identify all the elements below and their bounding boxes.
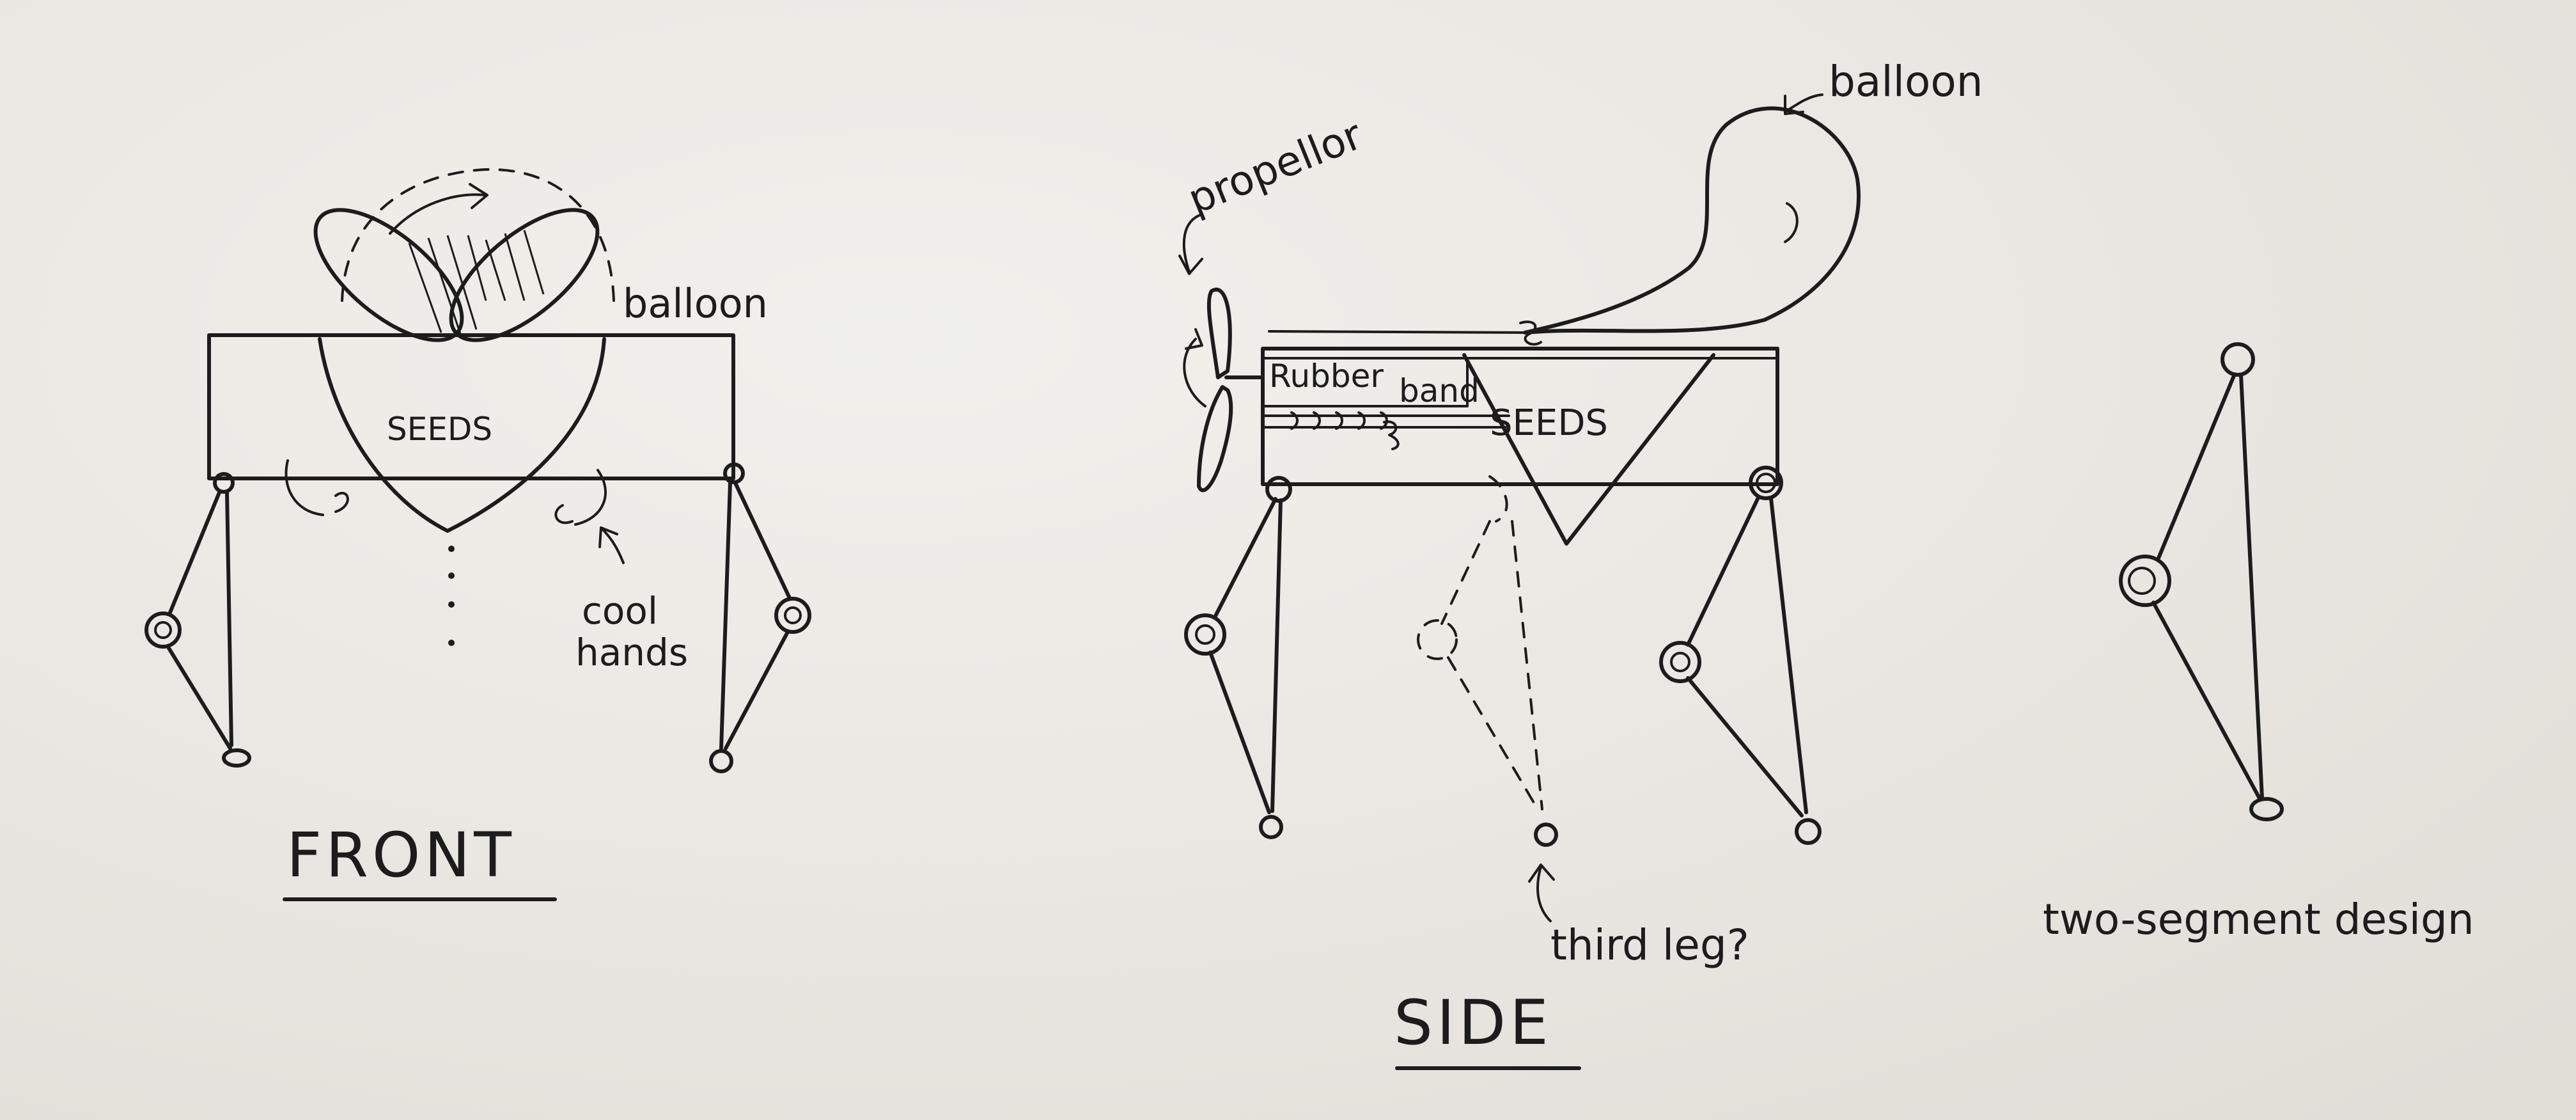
- front-balloon-label: balloon: [623, 280, 768, 327]
- front-right-leg: [709, 462, 811, 773]
- side-seed-pod: [1462, 353, 1715, 546]
- front-right-hand: [554, 469, 625, 564]
- front-seeds-label: SEEDS: [387, 411, 492, 448]
- side-third-leg: [1417, 475, 1558, 922]
- front-balloon: [313, 168, 615, 342]
- side-balloon-label: balloon: [1829, 57, 1983, 106]
- front-body-box: [207, 333, 735, 480]
- front-hands-label-line1: cool: [582, 589, 658, 633]
- front-title: FRONT: [286, 819, 515, 891]
- front-left-hand: [285, 459, 349, 516]
- two-segment-leg: [2119, 342, 2284, 821]
- front-left-leg: [144, 472, 251, 768]
- side-title: SIDE: [1394, 987, 1552, 1059]
- side-view: [1178, 93, 1861, 1070]
- side-seeds-label: SEEDS: [1490, 402, 1608, 444]
- front-center-dots: [448, 546, 455, 646]
- side-third-leg-label: third leg?: [1550, 920, 1749, 970]
- side-front-leg: [1184, 476, 1292, 839]
- two-segment-label: two-segment design: [2043, 895, 2474, 944]
- side-rubber-label-1: Rubber: [1269, 358, 1384, 395]
- side-balloon: [1523, 106, 1861, 335]
- side-propeller-label: propellor: [1182, 111, 1369, 224]
- side-rubber-label-2: band: [1399, 372, 1479, 409]
- side-propeller: [1178, 213, 1265, 493]
- side-rubber-band: [1261, 357, 1510, 450]
- front-view: [144, 168, 811, 901]
- side-back-leg: [1659, 466, 1822, 845]
- front-hands-label-line2: hands: [575, 631, 688, 674]
- front-seed-pod: [318, 337, 606, 533]
